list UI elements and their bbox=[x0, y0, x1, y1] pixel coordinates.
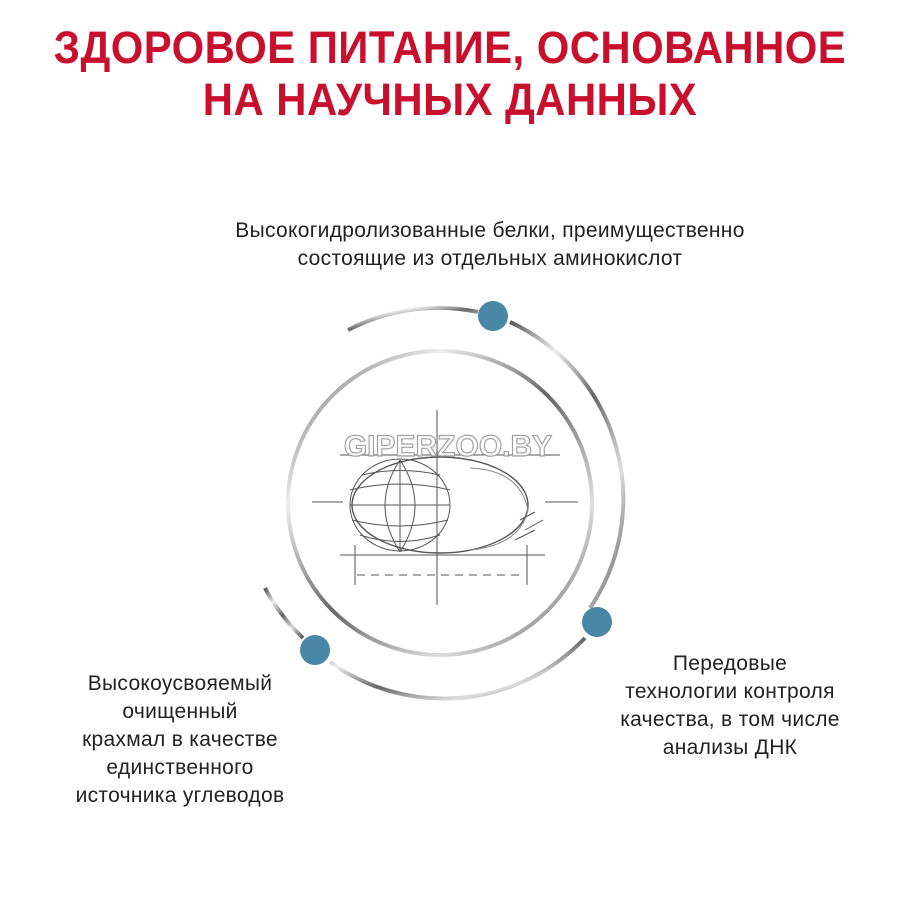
feature-starch-line: Высокоусвояемый bbox=[87, 672, 273, 695]
inner-ring bbox=[286, 349, 594, 657]
outer-ring-arc-right bbox=[509, 320, 626, 610]
feature-proteins-line: Высокогидролизованные белки, преимуществ… bbox=[235, 219, 745, 242]
feature-quality-line: Передовые bbox=[672, 652, 788, 675]
dot-proteins bbox=[478, 301, 508, 331]
watermark: GIPERZOO.BY bbox=[344, 430, 552, 463]
dot-starch bbox=[300, 635, 330, 665]
outer-ring-arc-left bbox=[263, 587, 305, 640]
outer-ring-arc-bottom bbox=[328, 636, 587, 701]
feature-quality-line: технологии контроля bbox=[625, 680, 835, 703]
dot-quality bbox=[582, 607, 612, 637]
feature-starch-line: единственного bbox=[106, 756, 254, 779]
feature-starch-line: источника углеводов bbox=[75, 784, 285, 807]
feature-quality-line: анализы ДНК bbox=[662, 736, 798, 759]
feature-quality-line: качества, в том числе bbox=[620, 708, 840, 731]
kibble-sketch-icon bbox=[312, 410, 578, 605]
headline-line-1: ЗДОРОВОЕ ПИТАНИЕ, ОСНОВАННОЕ bbox=[53, 22, 847, 73]
feature-proteins-line: состоящие из отдельных аминокислот bbox=[297, 247, 683, 270]
feature-starch: Высокоусвояемый очищенный крахмал в каче… bbox=[20, 670, 340, 810]
headline-line-2: НА НАУЧНЫХ ДАННЫХ bbox=[202, 74, 698, 125]
feature-quality: Передовые технологии контроля качества, … bbox=[565, 650, 895, 762]
feature-starch-line: крахмал в качестве bbox=[82, 728, 278, 751]
outer-ring-arc-top bbox=[347, 305, 479, 332]
feature-proteins: Высокогидролизованные белки, преимуществ… bbox=[140, 217, 840, 273]
headline: ЗДОРОВОЕ ПИТАНИЕ, ОСНОВАННОЕ НА НАУЧНЫХ … bbox=[32, 22, 869, 126]
feature-starch-line: очищенный bbox=[122, 700, 238, 723]
